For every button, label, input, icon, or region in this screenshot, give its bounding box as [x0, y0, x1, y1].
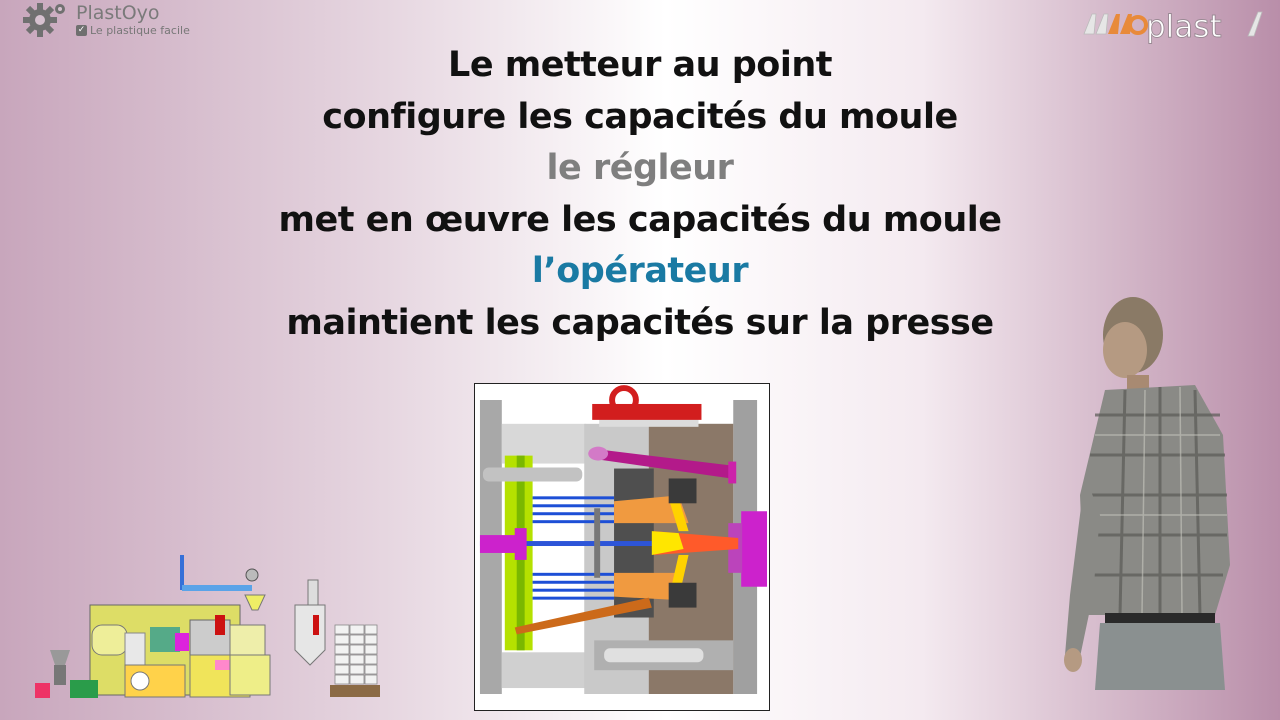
- line-configure: configure les capacités du moule: [322, 96, 958, 137]
- gear-icon: [23, 3, 65, 37]
- plastoyo-logo: PlastOyo ✓ Le plastique facile: [20, 0, 230, 42]
- line-regleur: le régleur: [546, 148, 734, 188]
- injection-mold-diagram: [474, 383, 770, 711]
- plast-logo: plast: [1083, 9, 1263, 44]
- line-metteur-au-point: Le metteur au point: [448, 45, 832, 85]
- plastoyo-name: PlastOyo: [76, 2, 160, 24]
- check-icon: ✓: [76, 25, 87, 36]
- plast-logo-mark: [1083, 11, 1263, 37]
- line-maintient: maintient les capacités sur la presse: [286, 302, 994, 343]
- operator-person: [1064, 297, 1230, 690]
- plastoyo-tagline-row: ✓ Le plastique facile: [76, 24, 190, 37]
- line-met-en-oeuvre: met en œuvre les capacités du moule: [278, 199, 1002, 240]
- injection-press-line: [35, 555, 380, 698]
- plastoyo-tagline: Le plastique facile: [90, 24, 190, 37]
- slide-text: Le metteur au point configure les capaci…: [190, 40, 1090, 349]
- plast-logo-text: plast: [1146, 9, 1222, 44]
- line-operateur: l’opérateur: [531, 251, 749, 291]
